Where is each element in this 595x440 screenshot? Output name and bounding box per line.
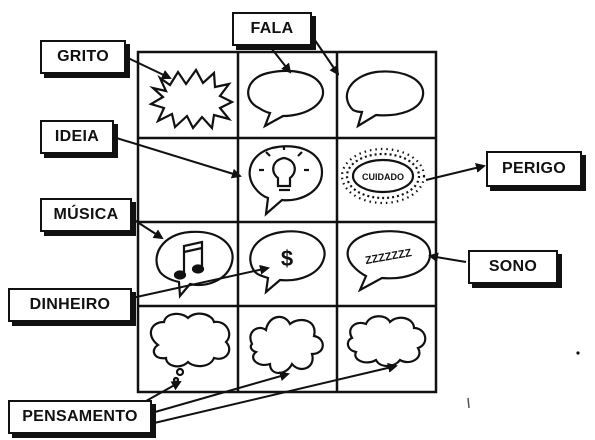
zzz-text: ZZZZZZZ — [364, 247, 413, 267]
dollar-balloon — [249, 230, 326, 295]
stray-mark — [467, 397, 470, 409]
music-note-balloon — [155, 230, 234, 299]
balloon-grid — [136, 50, 438, 394]
thought-cloud-balloon — [346, 315, 427, 368]
cuidado-text: CUIDADO — [362, 172, 404, 182]
label-dinheiro: DINHEIRO — [8, 288, 132, 322]
thought-cloud-balloon — [149, 312, 231, 384]
label-musica: MÚSICA — [40, 198, 132, 232]
lightbulb-balloon — [248, 145, 324, 217]
speech-balloon — [345, 70, 425, 129]
spiky-shout-balloon — [148, 67, 235, 131]
label-fala: FALA — [232, 12, 312, 46]
stray-dot — [576, 351, 580, 355]
label-pensamento: PENSAMENTO — [8, 400, 152, 434]
label-ideia: IDEIA — [40, 120, 114, 154]
danger-balloon — [340, 147, 426, 205]
connector-arrows — [109, 29, 486, 425]
thought-cloud-balloon — [249, 315, 324, 375]
label-grito: GRITO — [40, 40, 126, 74]
label-sono: SONO — [468, 250, 558, 284]
speech-balloon — [247, 69, 325, 129]
dollar-text: $ — [281, 246, 293, 271]
label-perigo: PERIGO — [486, 151, 582, 187]
